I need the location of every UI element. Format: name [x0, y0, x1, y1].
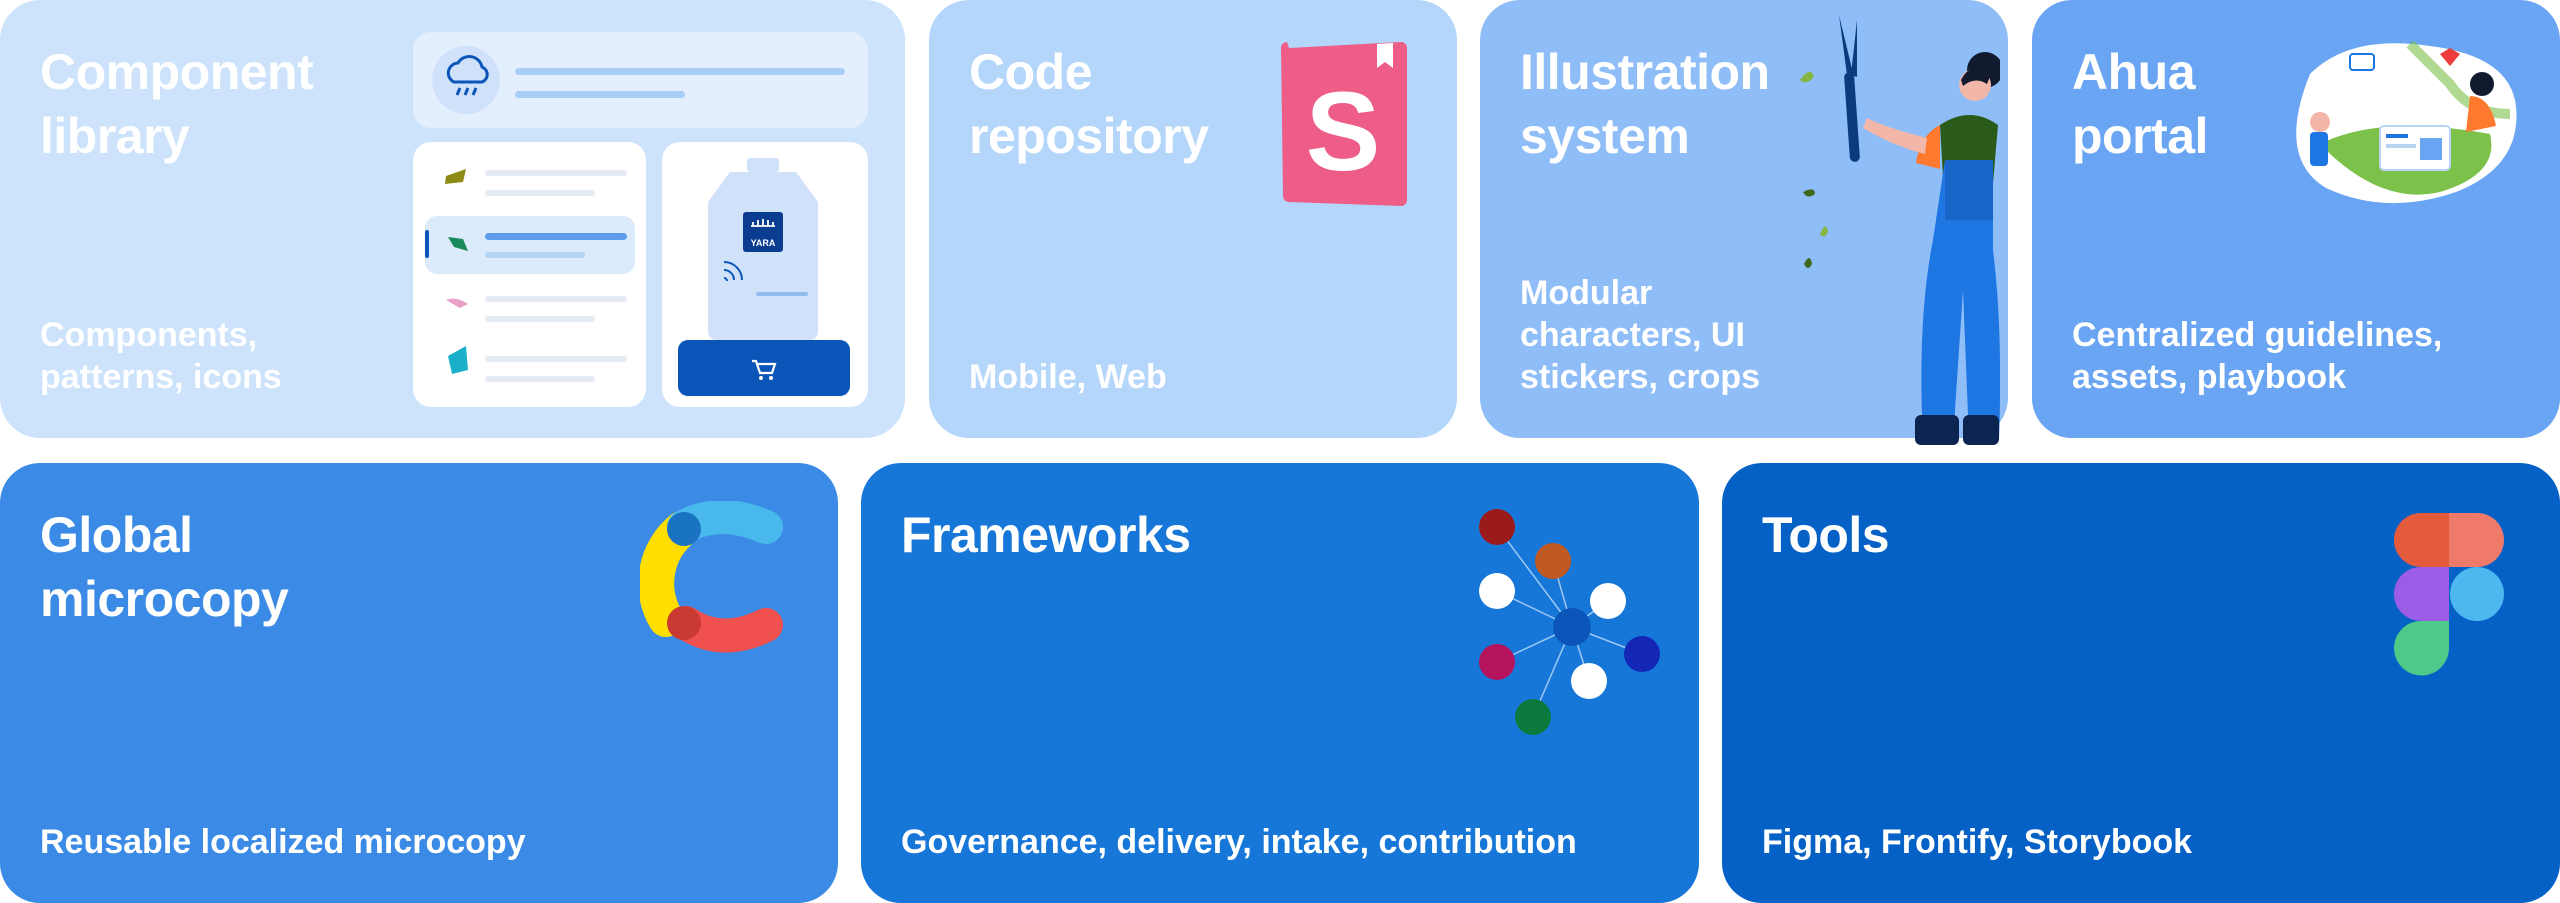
list-panel: [413, 142, 646, 407]
card-frameworks[interactable]: Frameworks Governance, delivery, intake,…: [861, 463, 1699, 903]
card-ahua-portal[interactable]: Ahua portal Centralized guidelines, asse…: [2032, 0, 2560, 438]
add-to-cart-button: [678, 340, 850, 396]
card-title: Global microcopy: [40, 507, 289, 627]
card-subtitle: Centralized guidelines, assets, playbook: [2072, 316, 2443, 396]
card-title: Illustration system: [1520, 44, 1770, 164]
card-subtitle: Modular characters, UI stickers, crops: [1520, 274, 1761, 396]
card-tools[interactable]: Tools Figma, Frontify, Storybook: [1722, 463, 2560, 903]
card-subtitle: Components, patterns, icons: [40, 316, 282, 396]
card-subtitle: Governance, delivery, intake, contributi…: [901, 823, 1577, 861]
card-global-microcopy[interactable]: Global microcopy Reusable localized micr…: [0, 463, 838, 903]
card-title: Tools: [1762, 507, 1890, 563]
contentful-icon: [640, 501, 783, 653]
gardener-illustration: [1800, 15, 2000, 445]
list-item-selected: [425, 216, 635, 274]
component-library-preview: YARA: [413, 32, 868, 407]
network-diagram: [1479, 509, 1660, 735]
svg-text:S: S: [1306, 69, 1381, 194]
card-code-repository[interactable]: Code repository Mobile, Web S: [929, 0, 1457, 438]
portal-illustration: [2296, 40, 2517, 204]
weather-icon: [432, 46, 500, 114]
card-title: Component library: [40, 44, 314, 164]
cart-icon: [752, 359, 777, 375]
card-illustration-system[interactable]: Illustration system Modular characters, …: [1480, 0, 2008, 445]
card-title: Ahua portal: [2072, 44, 2208, 164]
card-title: Code repository: [969, 44, 1209, 164]
storybook-icon: S: [1281, 42, 1407, 206]
card-component-library[interactable]: Component library Components, patterns, …: [0, 0, 905, 438]
card-title: Frameworks: [901, 507, 1191, 563]
figma-icon: [2394, 513, 2504, 676]
card-subtitle: Figma, Frontify, Storybook: [1762, 823, 2193, 861]
weather-card: [413, 32, 868, 128]
yara-label: YARA: [751, 238, 776, 248]
center-node: [1553, 608, 1591, 646]
card-subtitle: Mobile, Web: [969, 358, 1167, 396]
card-subtitle: Reusable localized microcopy: [40, 823, 526, 861]
